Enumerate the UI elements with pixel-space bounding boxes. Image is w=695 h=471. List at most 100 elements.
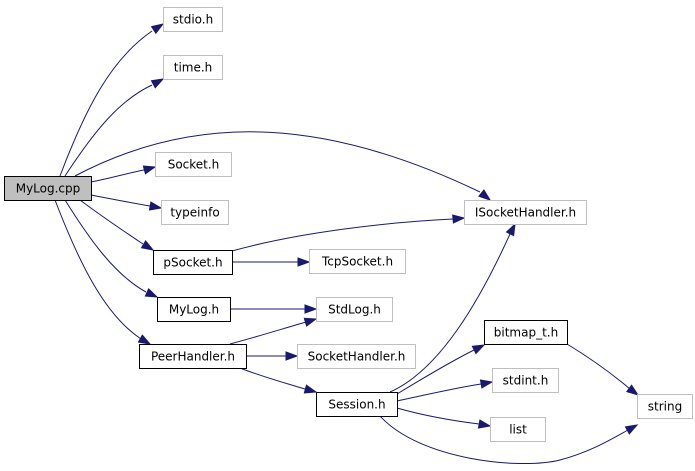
- edge-psocket_h-to-isockethandler_h: [231, 214, 466, 252]
- node-sockethandler-h: SocketHandler.h: [297, 344, 416, 369]
- edge-peerhandler_h-to-sockethandler_h: [246, 351, 299, 361]
- node-label: StdLog.h: [328, 303, 381, 317]
- node-time-h: time.h: [163, 55, 223, 80]
- arrowhead: [148, 201, 163, 211]
- edge-line: [64, 199, 147, 293]
- node-bitmap-t-h[interactable]: bitmap_t.h: [484, 320, 568, 345]
- edge-mylog_cpp-to-socket_h: [90, 165, 157, 183]
- node-box: [163, 7, 223, 32]
- edge-line: [379, 415, 629, 464]
- edge-peerhandler_h-to-stdlog_h: [229, 317, 318, 345]
- node-mylog-h[interactable]: MyLog.h: [157, 297, 231, 322]
- arrowhead: [150, 78, 165, 89]
- edge-session_h-to-bitmap_t_h: [396, 344, 486, 395]
- edge-line: [64, 84, 153, 177]
- node-string: string: [637, 394, 693, 419]
- node-isockethandler-h: ISocketHandler.h: [464, 200, 587, 225]
- node-box: [157, 297, 231, 322]
- edge-line: [59, 30, 153, 177]
- node-label: MyLog.h: [169, 303, 219, 317]
- arrowhead: [477, 419, 492, 429]
- node-label: Session.h: [328, 398, 385, 412]
- arrowhead: [624, 424, 639, 435]
- edge-mylog_cpp-to-typeinfo: [90, 194, 163, 211]
- arrowhead: [142, 165, 157, 175]
- node-label: SocketHandler.h: [308, 350, 406, 364]
- node-label: string: [648, 400, 682, 414]
- arrowhead: [478, 189, 492, 201]
- edge-line: [74, 131, 481, 193]
- edge-line: [90, 194, 151, 207]
- arrowhead: [452, 214, 466, 224]
- node-psocket-h[interactable]: pSocket.h: [153, 250, 233, 275]
- edge-line: [54, 199, 142, 340]
- edge-psocket_h-to-tcpsocket_h: [232, 257, 311, 267]
- node-box: [161, 200, 229, 225]
- edge-session_h-to-stdint_h: [396, 379, 494, 402]
- edge-line: [396, 349, 475, 395]
- node-box: [297, 344, 416, 369]
- arrowhead: [479, 379, 494, 389]
- arrowhead: [144, 287, 159, 298]
- node-label: TcpSocket.h: [321, 255, 393, 269]
- node-box: [484, 320, 568, 345]
- node-label: ISocketHandler.h: [475, 206, 576, 220]
- node-box: [155, 152, 232, 177]
- node-box: [4, 176, 92, 201]
- node-label: typeinfo: [170, 206, 219, 220]
- node-stdint-h: stdint.h: [492, 368, 559, 393]
- node-label: PeerHandler.h: [151, 350, 235, 364]
- node-label: Socket.h: [168, 158, 220, 172]
- arrowhead: [505, 222, 516, 237]
- node-label: time.h: [174, 61, 213, 75]
- edge-line: [389, 233, 511, 393]
- node-label: list: [509, 423, 527, 437]
- node-session-h[interactable]: Session.h: [316, 392, 398, 417]
- node-box: [464, 200, 587, 225]
- node-typeinfo: typeinfo: [161, 200, 229, 225]
- edge-session_h-to-list: [396, 407, 492, 429]
- arrowhead: [303, 384, 318, 394]
- edge-line: [90, 169, 145, 183]
- node-label: pSocket.h: [163, 256, 222, 270]
- node-box: [637, 394, 693, 419]
- edge-peerhandler_h-to-session_h: [239, 367, 318, 394]
- node-box: [316, 297, 393, 322]
- edge-line: [396, 407, 480, 425]
- node-tcpsocket-h: TcpSocket.h: [309, 249, 406, 274]
- node-socket-h: Socket.h: [155, 152, 232, 177]
- arrowhead: [471, 344, 486, 355]
- edge-line: [396, 383, 482, 402]
- node-box: [309, 249, 406, 274]
- node-stdlog-h: StdLog.h: [316, 297, 393, 322]
- arrowhead: [625, 384, 640, 396]
- edge-line: [566, 343, 631, 390]
- node-box: [153, 250, 233, 275]
- node-box: [490, 417, 546, 442]
- edge-mylog_cpp-to-mylog_h: [64, 199, 159, 298]
- node-box: [492, 368, 559, 393]
- node-label: MyLog.cpp: [16, 182, 81, 196]
- edge-line: [229, 321, 307, 345]
- node-list: list: [490, 417, 546, 442]
- edge-session_h-to-string: [379, 415, 639, 464]
- edge-line: [239, 367, 306, 390]
- node-box: [139, 344, 247, 369]
- edge-bitmap_t_h-to-string: [566, 343, 640, 396]
- node-label: stdio.h: [173, 13, 213, 27]
- node-mylog-cpp[interactable]: MyLog.cpp: [4, 176, 92, 201]
- edge-mylog_cpp-to-psocket_h: [79, 199, 155, 251]
- arrowhead: [297, 257, 311, 267]
- edge-session_h-to-isockethandler_h: [389, 222, 516, 393]
- arrowhead: [285, 351, 299, 361]
- arrowhead: [140, 240, 155, 251]
- edge-mylog_cpp-to-stdio_h: [59, 23, 165, 177]
- edge-line: [231, 218, 454, 252]
- node-box: [316, 392, 398, 417]
- node-label: stdint.h: [503, 374, 549, 388]
- node-stdio-h: stdio.h: [163, 7, 223, 32]
- node-peerhandler-h[interactable]: PeerHandler.h: [139, 344, 247, 369]
- node-label: bitmap_t.h: [494, 326, 558, 340]
- edge-line: [79, 199, 144, 245]
